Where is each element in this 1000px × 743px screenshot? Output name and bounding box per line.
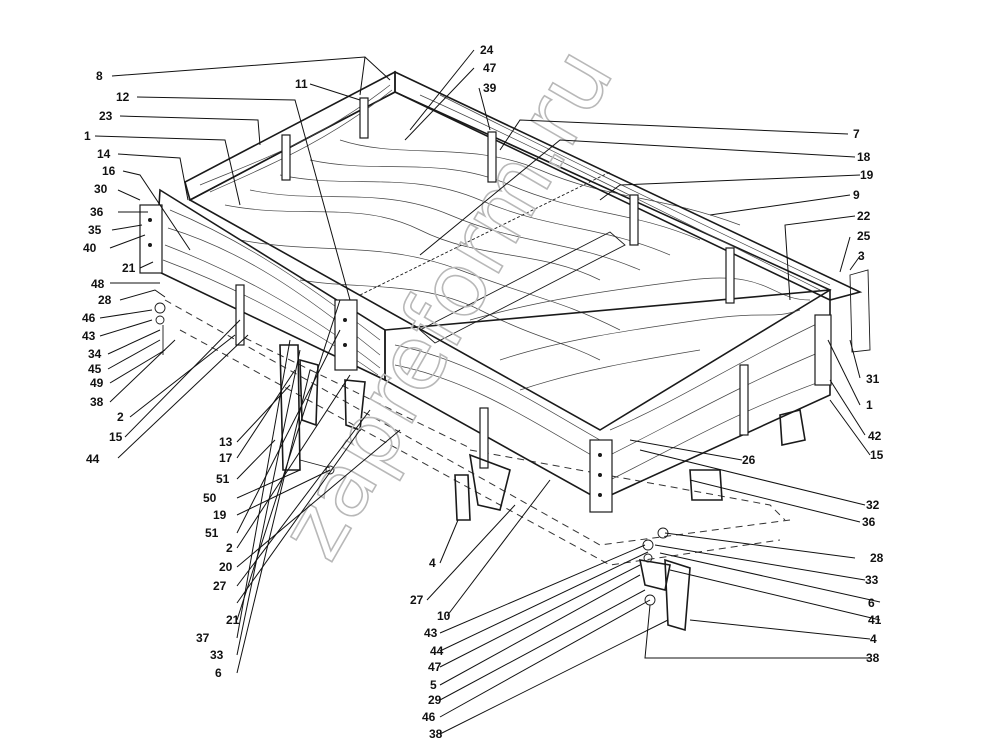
- callout-30: 30: [94, 182, 108, 196]
- callout-41: 41: [868, 613, 882, 627]
- callout-45: 45: [88, 362, 102, 376]
- cargo-body-drawing: [139, 70, 871, 632]
- callout-44: 44: [430, 644, 444, 658]
- callout-22: 22: [857, 209, 871, 223]
- stake-plate: [479, 407, 489, 469]
- callout-19: 19: [860, 168, 874, 182]
- callout-49: 49: [90, 376, 104, 390]
- callout-4: 4: [870, 632, 877, 646]
- stake-plate: [487, 131, 497, 183]
- callout-18: 18: [857, 150, 871, 164]
- callout-40: 40: [83, 241, 97, 255]
- callout-32: 32: [866, 498, 880, 512]
- callout-10: 10: [437, 609, 451, 623]
- callout-11: 11: [295, 77, 308, 91]
- callout-36: 36: [862, 515, 876, 529]
- callout-43: 43: [424, 626, 438, 640]
- callout-50: 50: [203, 491, 217, 505]
- callout-34: 34: [88, 347, 102, 361]
- corner-hinge-plate: [139, 204, 163, 274]
- stake-plate: [629, 194, 639, 246]
- callout-31: 31: [866, 372, 880, 386]
- callout-36: 36: [90, 205, 104, 219]
- callout-16: 16: [102, 164, 116, 178]
- stake-plate: [281, 134, 291, 181]
- callout-33: 33: [865, 573, 879, 587]
- callout-38: 38: [866, 651, 880, 665]
- callout-46: 46: [422, 710, 436, 724]
- callout-33: 33: [210, 648, 224, 662]
- callout-6: 6: [868, 596, 875, 610]
- callout-1: 1: [84, 129, 91, 143]
- callout-51: 51: [205, 526, 219, 540]
- stake-plate: [725, 247, 735, 304]
- corner-hinge-plate: [334, 299, 358, 371]
- callout-13: 13: [219, 435, 233, 449]
- leader-lines: [94, 49, 881, 735]
- callout-47: 47: [428, 660, 442, 674]
- callout-3: 3: [858, 249, 865, 263]
- right-side-board: [384, 289, 831, 501]
- callout-38: 38: [90, 395, 104, 409]
- hinge-plates: [139, 97, 832, 513]
- callout-5: 5: [430, 678, 437, 692]
- callout-21: 21: [226, 613, 240, 627]
- callout-42: 42: [868, 429, 882, 443]
- callout-4: 4: [429, 556, 436, 570]
- callout-21: 21: [122, 261, 136, 275]
- callout-46: 46: [82, 311, 96, 325]
- stake-plate: [739, 364, 749, 436]
- callout-23: 23: [99, 109, 113, 123]
- callout-44: 44: [86, 452, 100, 466]
- callout-15: 15: [870, 448, 884, 462]
- callout-35: 35: [88, 223, 102, 237]
- callout-1: 1: [866, 398, 873, 412]
- callout-27: 27: [213, 579, 227, 593]
- callout-27: 27: [410, 593, 424, 607]
- side-board-brackets: [154, 269, 871, 632]
- stake-plate: [359, 97, 369, 139]
- callout-28: 28: [870, 551, 884, 565]
- corner-hinge-plate: [814, 314, 832, 386]
- callout-38: 38: [429, 727, 443, 741]
- callout-28: 28: [98, 293, 112, 307]
- callout-24: 24: [480, 43, 494, 57]
- callout-37: 37: [196, 631, 210, 645]
- callout-7: 7: [853, 127, 860, 141]
- callout-15: 15: [109, 430, 123, 444]
- callout-labels: 8 11 24 47 39 12 23 1 7 18 14 16 19 30 9…: [82, 43, 884, 741]
- stake-plate: [235, 284, 245, 346]
- callout-2: 2: [117, 410, 124, 424]
- callout-47: 47: [483, 61, 497, 75]
- callout-43: 43: [82, 329, 96, 343]
- callout-17: 17: [219, 451, 233, 465]
- callout-2: 2: [226, 541, 233, 555]
- callout-25: 25: [857, 229, 871, 243]
- callout-19: 19: [213, 508, 227, 522]
- callout-8: 8: [96, 69, 103, 83]
- callout-29: 29: [428, 693, 442, 707]
- callout-20: 20: [219, 560, 233, 574]
- callout-9: 9: [853, 188, 860, 202]
- callout-48: 48: [91, 277, 105, 291]
- callout-14: 14: [97, 147, 111, 161]
- callout-39: 39: [483, 81, 497, 95]
- callout-51: 51: [216, 472, 230, 486]
- callout-6: 6: [215, 666, 222, 680]
- chassis-frame-outline: [164, 299, 791, 566]
- callout-12: 12: [116, 90, 130, 104]
- rear-side-board: [394, 70, 863, 301]
- callout-26: 26: [742, 453, 756, 467]
